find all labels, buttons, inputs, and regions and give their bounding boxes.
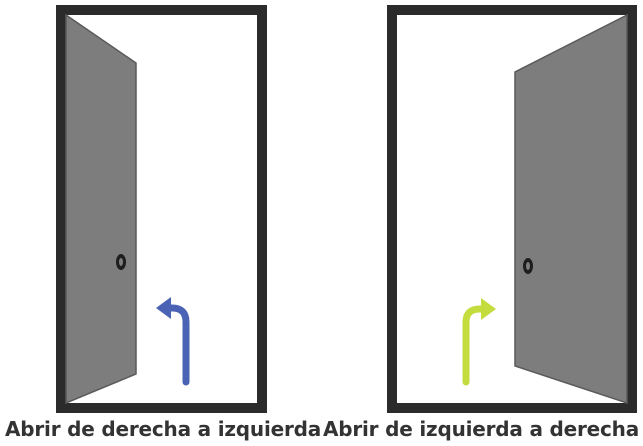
door-left-to-right (387, 5, 637, 413)
caption-right-to-left: Abrir de derecha a izquierda (5, 417, 322, 441)
door-right-to-left (56, 5, 267, 413)
door-leaf-right (514, 13, 628, 405)
caption-left-to-right: Abrir de izquierda a derecha (322, 417, 640, 441)
door-knob-right (523, 258, 533, 274)
arrow-left-to-right (462, 298, 496, 386)
arrow-right-to-left (156, 297, 190, 386)
door-knob-left (116, 254, 126, 270)
door-leaf-left (65, 13, 137, 405)
